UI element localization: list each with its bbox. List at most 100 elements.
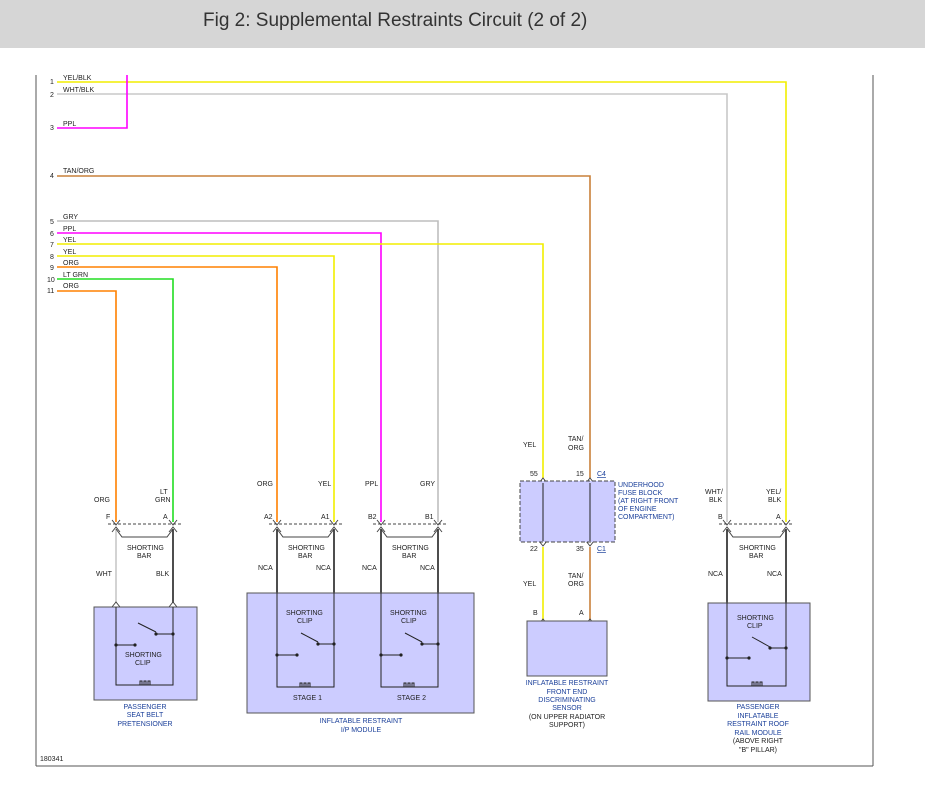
pin-number: 1 (50, 79, 54, 86)
wire-label: LT (160, 489, 168, 496)
component-label: I/P MODULE (341, 727, 382, 734)
wire-label: YEL/BLK (63, 75, 92, 82)
wire-org-11 (57, 290, 117, 522)
underhood-fuse-block: YEL TAN/ ORG 55 15 22 35 YEL TAN/ ORG C4… (519, 436, 679, 588)
connector-pins: 1 2 3 4 5 6 7 8 9 10 11 YEL/BLK WHT/BLK … (47, 75, 94, 295)
module-box (93, 606, 198, 701)
nca-label: NCA (708, 571, 723, 578)
shorting-clip-label: SHORTING (286, 610, 323, 617)
component-label: FUSE BLOCK (618, 490, 663, 497)
component-label: COMPARTMENT) (618, 514, 675, 521)
pin-letter: A (163, 514, 168, 521)
wire-wht-blk (57, 93, 728, 522)
shorting-bar-label: SHORTING (288, 545, 325, 552)
wire-label: YEL (523, 581, 536, 588)
ip-module: ORG YEL PPL GRY A2 A1 B2 B1 SHORTING BAR… (246, 481, 475, 734)
wire-label: WHT/BLK (63, 87, 94, 94)
wire-label: BLK (709, 497, 723, 504)
component-label: SENSOR (552, 705, 582, 712)
shorting-clip-label: SHORTING (125, 652, 162, 659)
pin-number: 5 (50, 219, 54, 226)
wire-label: GRY (420, 481, 435, 488)
connector-id: C4 (597, 471, 606, 478)
pin-number: 6 (50, 231, 54, 238)
wire-gry (57, 220, 439, 522)
component-label: INFLATABLE RESTRAINT (526, 680, 609, 687)
component-label: INFLATABLE RESTRAINT (320, 718, 403, 725)
component-label: PASSENGER (123, 704, 166, 711)
wire-ppl-6 (57, 232, 382, 522)
pin-number: 22 (530, 546, 538, 553)
diagram-frame (35, 75, 874, 767)
pin-number: 10 (47, 277, 55, 284)
pin-number: 55 (530, 471, 538, 478)
pin-letter: F (106, 514, 110, 521)
pin-number: 8 (50, 254, 54, 261)
wire-yel-8 (57, 255, 335, 522)
shorting-bar-label: BAR (402, 553, 416, 560)
component-label: PASSENGER (736, 704, 779, 711)
pin-number: 35 (576, 546, 584, 553)
component-location: SUPPORT) (549, 722, 585, 729)
page-title: Fig 2: Supplemental Restraints Circuit (… (203, 10, 588, 31)
seatbelt-pretensioner: ORG LT GRN F A SHORTING BAR WHT BLK SHOR… (93, 489, 198, 728)
wire-yel-blk (57, 81, 787, 522)
shorting-bar-label: SHORTING (127, 545, 164, 552)
component-label: RESTRAINT ROOF (727, 721, 789, 728)
wire-label: BLK (156, 571, 170, 578)
wiring-diagram: 1 2 3 4 5 6 7 8 9 10 11 YEL/BLK WHT/BLK … (35, 75, 874, 767)
shorting-clip-label: CLIP (401, 618, 417, 625)
shorting-clip-label: SHORTING (390, 610, 427, 617)
wire-label: ORG (94, 497, 110, 504)
wire-label: PPL (365, 481, 378, 488)
component-location: (ABOVE RIGHT (733, 738, 784, 745)
nca-label: NCA (420, 565, 435, 572)
wire-label: YEL (318, 481, 331, 488)
wire-label: ORG (568, 581, 584, 588)
pin-number: 11 (47, 288, 54, 295)
wire-label: ORG (568, 445, 584, 452)
wire-label: YEL/ (766, 489, 781, 496)
shorting-bar-label: SHORTING (392, 545, 429, 552)
component-location: (ON UPPER RADIATOR (529, 714, 605, 721)
pin-letter: A (579, 610, 584, 617)
component-label: OF ENGINE (618, 506, 657, 513)
shorting-clip-label: CLIP (135, 660, 151, 667)
component-label: RAIL MODULE (734, 730, 782, 737)
pin-letter: B (533, 610, 538, 617)
wire-label: TAN/ (568, 436, 583, 443)
wire-label: LT GRN (63, 272, 88, 279)
pin-letter: B2 (368, 514, 377, 521)
nca-label: NCA (316, 565, 331, 572)
wire-org-9 (57, 266, 278, 522)
title-bar: Fig 2: Supplemental Restraints Circuit (… (0, 0, 925, 48)
wire-tan-org (57, 175, 591, 478)
nca-label: NCA (258, 565, 273, 572)
shorting-bar-label: BAR (298, 553, 312, 560)
nca-label: NCA (767, 571, 782, 578)
wire-label: ORG (257, 481, 273, 488)
component-location: "B" PILLAR) (739, 747, 777, 754)
pin-number: 3 (50, 125, 54, 132)
wire-lt-grn (57, 278, 174, 522)
shorting-bar-label: BAR (749, 553, 763, 560)
pin-letter: A2 (264, 514, 273, 521)
wire-yel-7 (57, 243, 544, 478)
shorting-clip-label: CLIP (747, 623, 763, 630)
wire-label: PPL (63, 226, 76, 233)
shorting-clip-label: CLIP (297, 618, 313, 625)
wire-label: WHT/ (705, 489, 723, 496)
shorting-bar-label: BAR (137, 553, 151, 560)
module-box (707, 602, 811, 702)
component-label: (AT RIGHT FRONT (618, 498, 679, 505)
roof-rail-module: WHT/ BLK YEL/ BLK B A SHORTING BAR NCA N… (705, 489, 811, 754)
diagram-id: 180341 (40, 756, 63, 763)
fuse-block-box (519, 480, 616, 543)
wire-label: YEL (523, 442, 536, 449)
pin-letter: B1 (425, 514, 434, 521)
wire-label: GRN (155, 497, 171, 504)
pin-letter: A1 (321, 514, 330, 521)
pin-number: 2 (50, 92, 54, 99)
wire-label: BLK (768, 497, 782, 504)
stage-label: STAGE 2 (397, 695, 426, 702)
